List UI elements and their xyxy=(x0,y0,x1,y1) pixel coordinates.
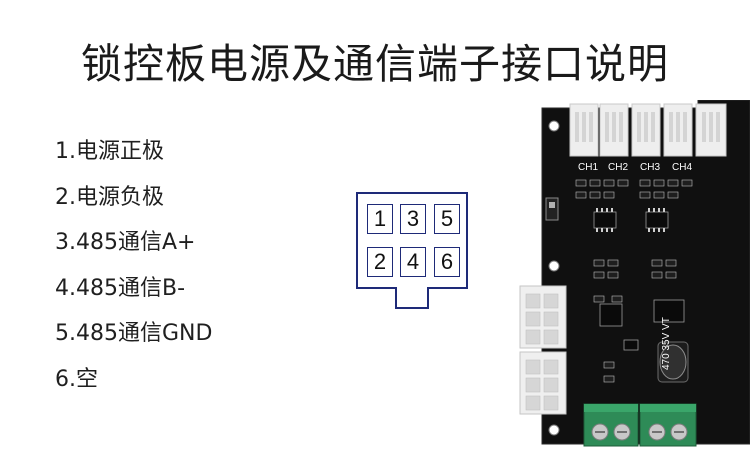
connector-pin-4: 4 xyxy=(400,247,426,277)
pin-description-1: 1.电源正极 xyxy=(55,139,164,164)
power-comm-connectors xyxy=(519,285,567,415)
mounting-hole-icon xyxy=(548,120,560,132)
driver-ic xyxy=(593,208,669,232)
mounting-hole-icon xyxy=(548,424,560,436)
connector-pin-3: 3 xyxy=(400,204,426,234)
channel-label-2: CH2 xyxy=(608,162,628,173)
connector-pin-6: 6 xyxy=(434,247,460,277)
pin-description-6: 6.空 xyxy=(55,366,98,392)
connector-pin-5: 5 xyxy=(434,204,460,234)
board-illustration: CH1 CH2 CH3 CH4 xyxy=(519,99,750,447)
capacitor-label: 470 35V VT xyxy=(661,317,672,370)
connector-pin-2: 2 xyxy=(367,247,393,277)
pin-description-4: 4.485通信B- xyxy=(55,275,186,301)
channel-label-1: CH1 xyxy=(578,162,598,173)
channel-label-4: CH4 xyxy=(672,162,692,173)
pin-description-5: 5.485通信GND xyxy=(55,321,213,346)
lock-control-board-photo: CH1 CH2 CH3 CH4 xyxy=(512,99,750,460)
pin-description-list: 1.电源正极 2.电源负极 3.485通信A+ 4.485通信B- 5.485通… xyxy=(55,136,212,409)
channel-connectors xyxy=(569,103,727,157)
connector-pin-1: 1 xyxy=(367,204,393,234)
screw-terminal-blocks xyxy=(583,403,697,447)
mounting-hole-icon xyxy=(548,260,560,272)
pin-description-3: 3.485通信A+ xyxy=(55,230,196,255)
channel-label-3: CH3 xyxy=(640,162,660,173)
pin-description-2: 2.电源负极 xyxy=(55,184,164,210)
connector-pinout-diagram: 1 3 5 2 4 6 xyxy=(356,192,468,310)
connector-outline xyxy=(356,192,468,309)
electrolytic-capacitor: 470 35V VT xyxy=(657,317,689,383)
page-title: 锁控板电源及通信端子接口说明 xyxy=(81,40,669,88)
